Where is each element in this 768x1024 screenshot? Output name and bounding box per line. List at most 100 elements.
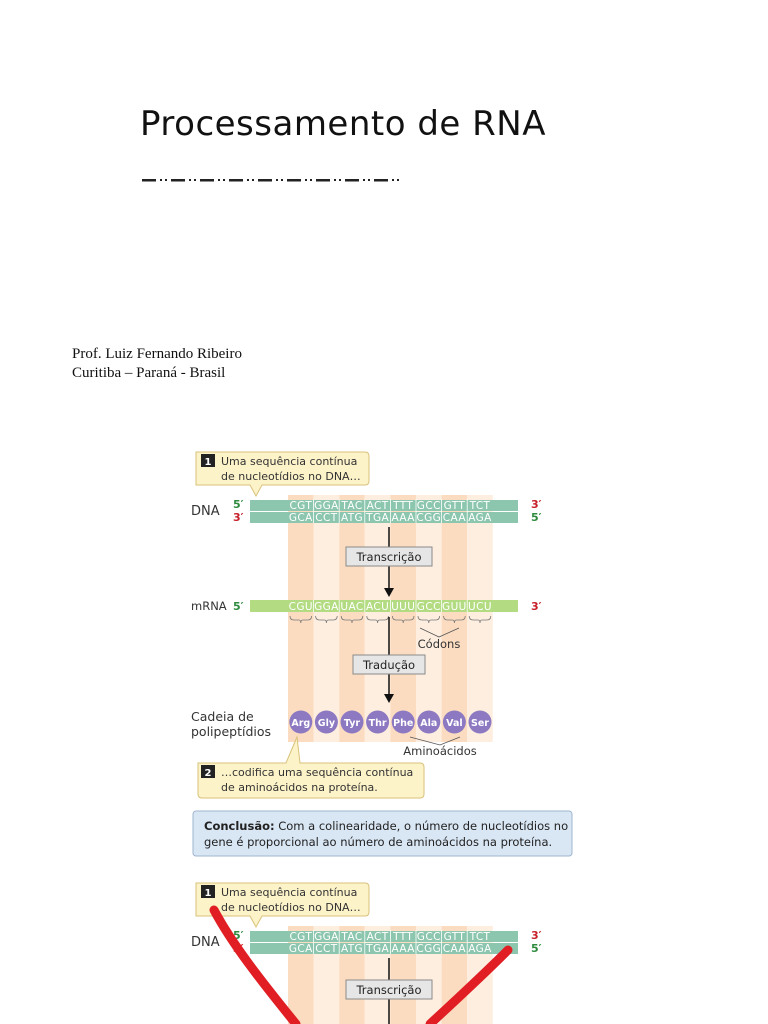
transcription-box-repeat [345, 979, 433, 1000]
dna-top-codon: TAC [340, 500, 362, 512]
amino-acid-label: Val [446, 718, 463, 729]
step1-badge-repeat [201, 885, 215, 898]
mrna-codon: UAC [340, 601, 363, 613]
translation-arrowhead [384, 694, 394, 703]
dna-bottom-codon: CGG [416, 512, 441, 524]
dna-bottom-codon: GCA [289, 943, 313, 955]
step2-text-line1: …codifica uma sequência contínua [221, 766, 413, 779]
step1-number: 1 [205, 457, 212, 468]
step2-callout: 2 …codifica uma sequência contínua de am… [197, 735, 425, 799]
amino-acid-label: Arg [291, 718, 310, 729]
step1-number-repeat: 1 [205, 888, 212, 899]
dna-top-codon: ACT [367, 500, 389, 512]
codon-column [416, 926, 442, 1024]
step1-badge [201, 454, 215, 467]
step1-text-line2-repeat: de nucleotídios no DNA… [221, 901, 361, 914]
dna-top-strand [250, 500, 518, 511]
dna-bottom-codon: AAA [392, 943, 416, 955]
red-stroke-left [209, 905, 301, 1024]
codon-brace [366, 615, 389, 624]
dna-bottom-codon: CCT [315, 943, 337, 955]
dna-bottom-5prime: 5′ [531, 511, 542, 524]
amino-acid-label: Phe [393, 718, 413, 729]
dna-bottom-codon: ATG [341, 943, 363, 955]
conclusion-box: Conclusão: Com a colinearidade, o número… [192, 810, 573, 857]
codon-braces [289, 615, 492, 624]
dna-top-3prime: 3′ [531, 498, 542, 511]
dna-top-codon: GGA [314, 500, 339, 512]
dna-top-codon: GGA [314, 931, 339, 943]
codon-column [364, 926, 391, 1024]
red-stroke-right [425, 945, 513, 1024]
step1-callout-repeat: 1 Uma sequência contínua de nucleotídios… [195, 882, 370, 929]
dna-bottom-codon: AGA [468, 512, 492, 524]
codon-column [390, 495, 416, 742]
mrna-5prime: 5′ [233, 600, 244, 613]
codon-column [364, 495, 391, 742]
amino-acid-bead [442, 710, 466, 734]
codon-column [288, 926, 314, 1024]
polypeptide-label-line2: polipeptídios [191, 724, 271, 739]
dna-top-codon: TAC [340, 931, 362, 943]
codon-brace [392, 615, 415, 624]
codon-brace [468, 615, 492, 624]
step2-text-line2: de aminoácidos na proteína. [221, 781, 378, 794]
dna-bottom-codon: AGA [468, 943, 492, 955]
codon-column [313, 495, 340, 742]
dna-top-strand-repeat [250, 931, 518, 942]
mrna-codon: ACU [366, 601, 389, 613]
amino-acids-label: Aminoácidos [403, 744, 476, 758]
step2-number: 2 [205, 768, 212, 779]
codon-column [313, 926, 340, 1024]
amino-acid-label: Ser [471, 718, 489, 729]
amino-acid-bead [468, 710, 492, 734]
codon-column [339, 926, 365, 1024]
dna-top-5prime-repeat: 5′ [233, 929, 244, 942]
codon-brace [315, 615, 338, 624]
codon-column [390, 926, 416, 1024]
mrna-codon: UUU [391, 601, 415, 613]
dna-bottom-codon: CAA [443, 943, 467, 955]
amino-acid-label: Ala [420, 718, 437, 729]
mrna-strand [250, 600, 518, 612]
amino-acids-pointer [409, 736, 461, 746]
dna-top-codon: GCC [417, 931, 441, 943]
codon-column [288, 495, 314, 742]
mrna-3prime: 3′ [531, 600, 542, 613]
codon-brace [443, 615, 466, 624]
dna-bottom-3prime: 3′ [233, 511, 244, 524]
dna-top-codon: CGT [289, 500, 312, 512]
dna-top-codon: GTT [444, 500, 466, 512]
dna-bottom-codon: CGG [416, 943, 441, 955]
codon-columns [288, 495, 493, 742]
dna-bottom-codon: ATG [341, 512, 363, 524]
step1-callout: 1 Uma sequência contínua de nucleotídios… [195, 451, 370, 498]
dna-top-codon: ACT [367, 931, 389, 943]
dna-bottom-5prime-repeat: 5′ [531, 942, 542, 955]
dna-bottom-strand-repeat [250, 943, 518, 954]
codon-brace [289, 615, 312, 624]
mrna-label: mRNA [191, 599, 227, 613]
transcription-label-repeat: Transcrição [355, 983, 421, 997]
step1-text-line1-repeat: Uma sequência contínua [221, 886, 357, 899]
transcription-arrowhead [384, 588, 394, 597]
dna-bottom-strand [250, 512, 518, 523]
codon-column [416, 495, 442, 742]
amino-acid-bead [340, 710, 364, 734]
dna-bottom-codon: GCA [289, 512, 313, 524]
codon-brace [340, 615, 364, 624]
dna-top-codon: GTT [444, 931, 466, 943]
dna-top-codon: TTT [392, 931, 413, 943]
mrna-codon: CGU [289, 601, 313, 613]
dna-bottom-codon: CCT [315, 512, 337, 524]
transcription-label: Transcrição [355, 550, 421, 564]
amino-acid-bead [391, 710, 415, 734]
dna-label-repeat: DNA [191, 935, 220, 950]
mrna-codon: UCU [468, 601, 492, 613]
mrna-codon: GGA [314, 601, 339, 613]
codon-brace [417, 615, 440, 624]
translation-box [352, 654, 426, 675]
